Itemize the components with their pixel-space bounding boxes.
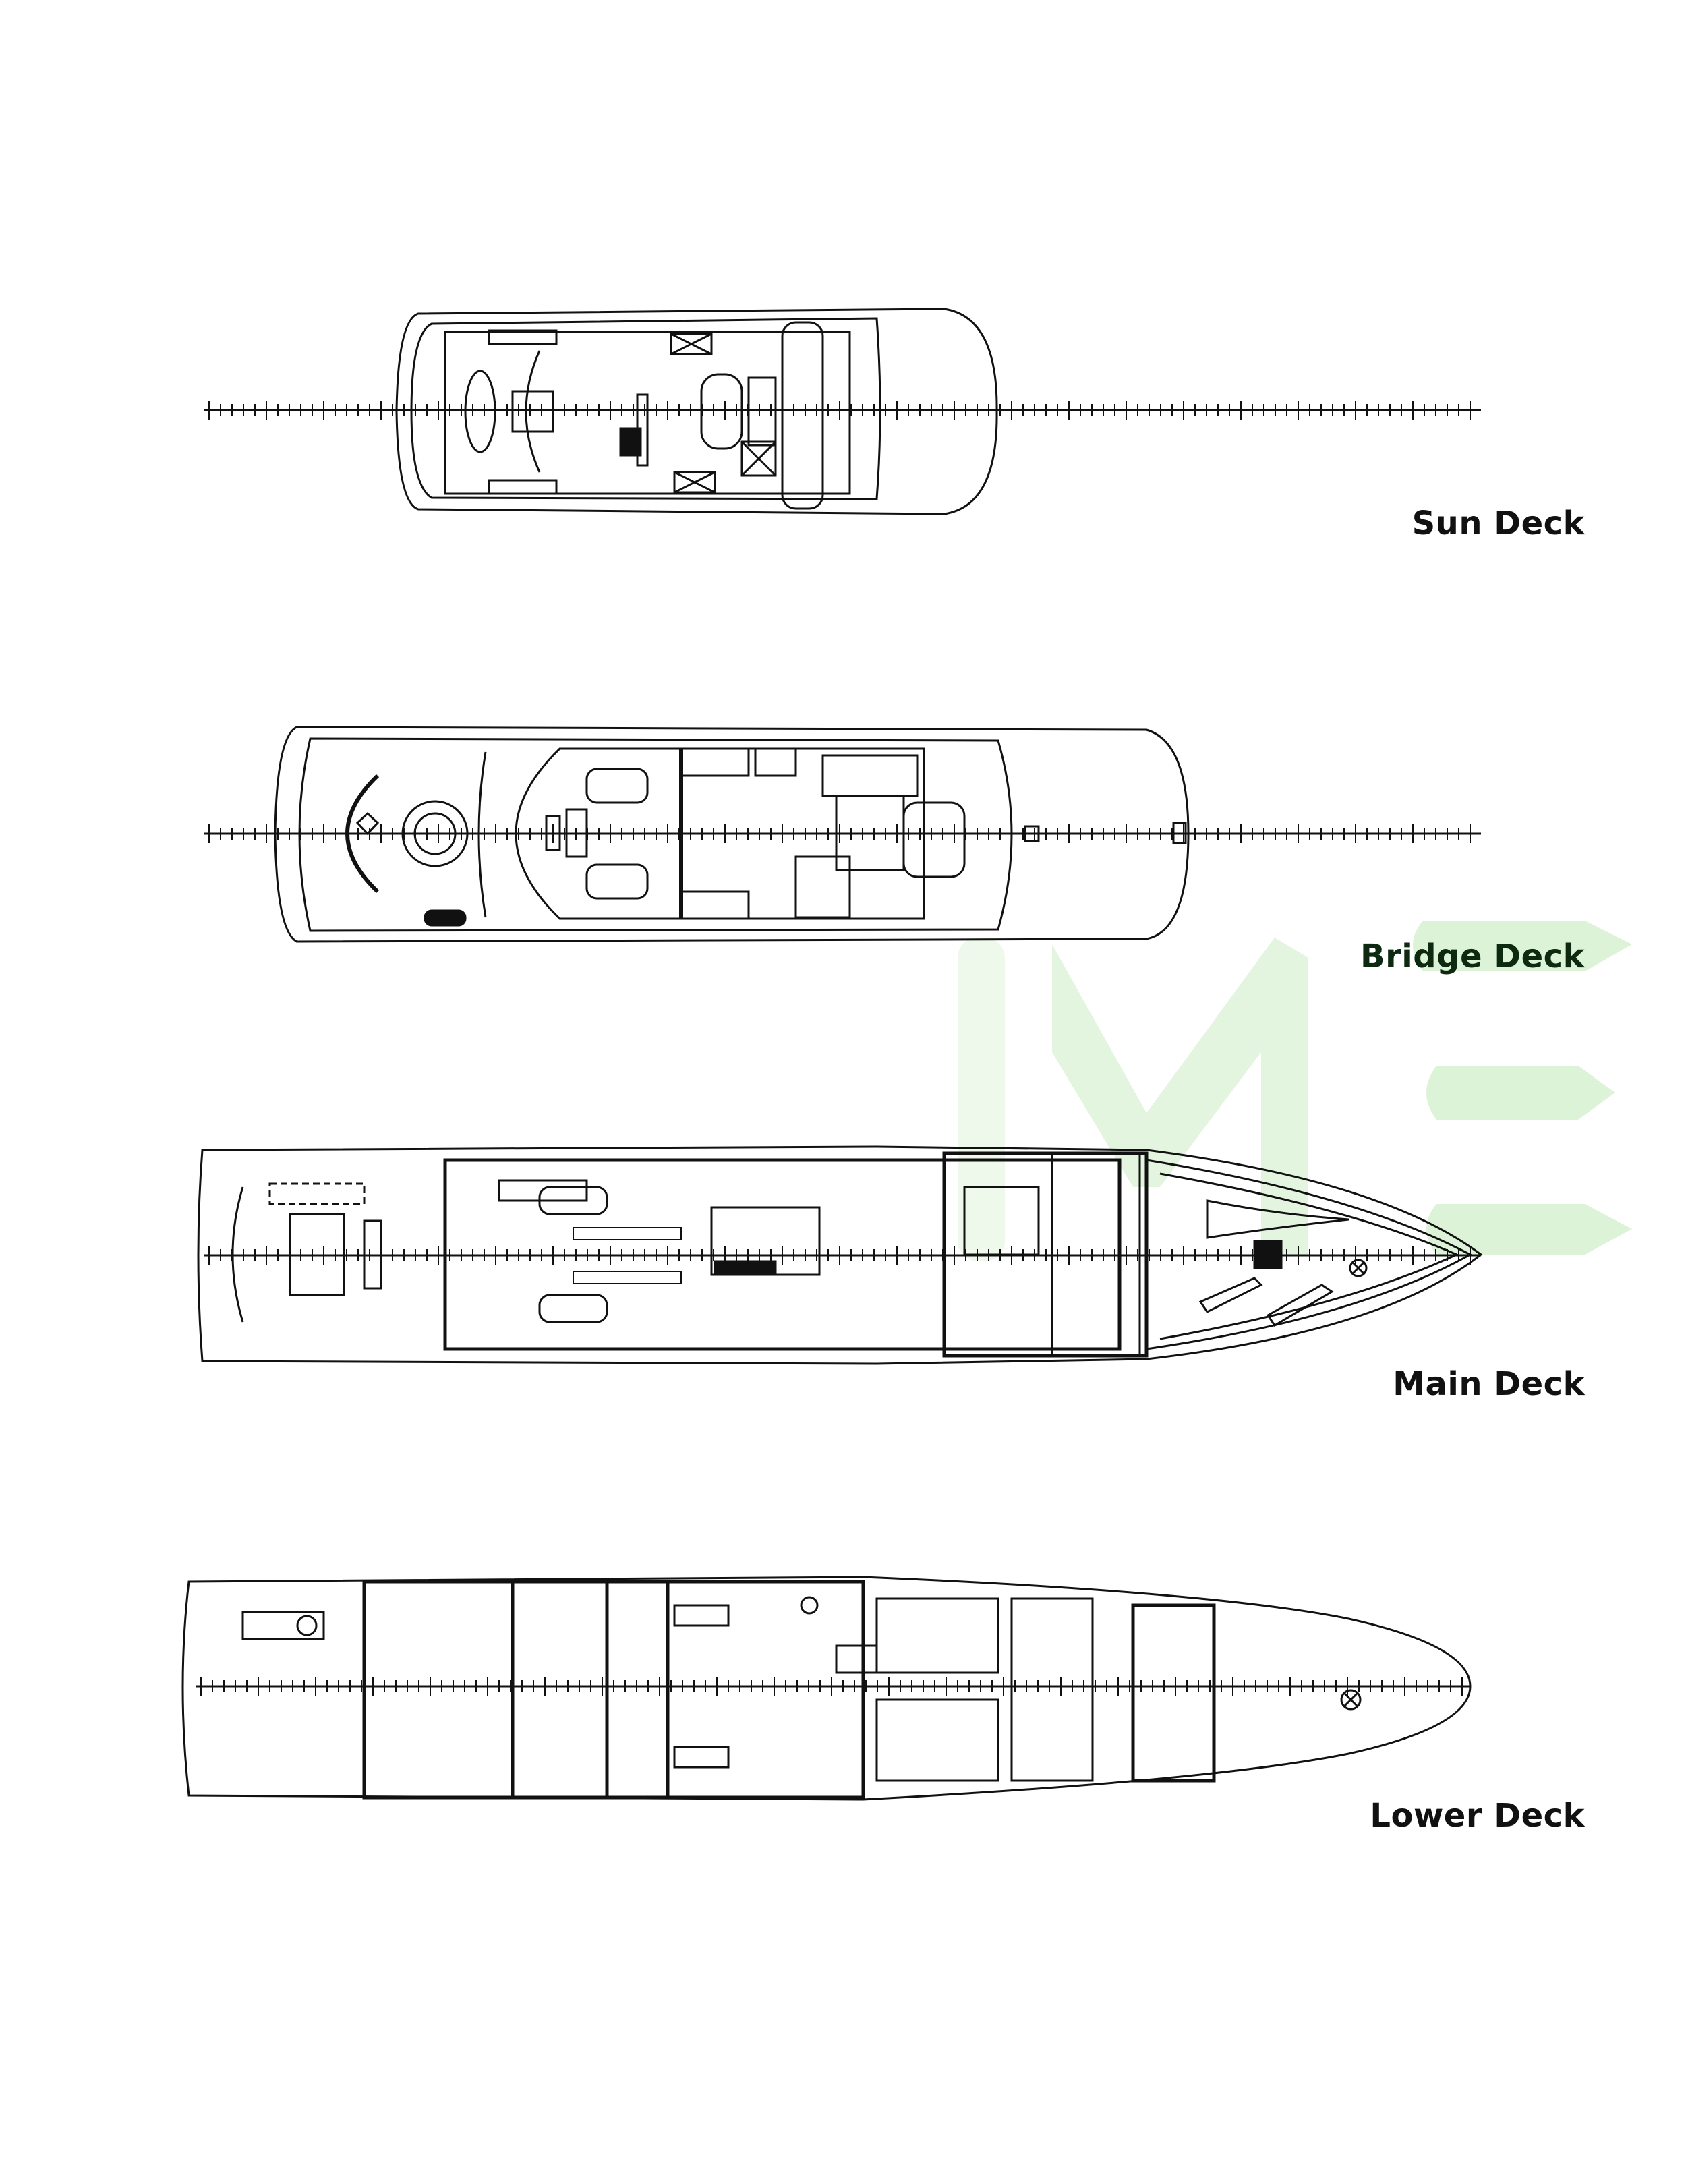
main-deck-hull (197, 1145, 1483, 1365)
lower-deck-hull (181, 1576, 1472, 1801)
sun-deck-plan (395, 308, 998, 515)
bridge-deck-hull (274, 726, 1190, 943)
lower-deck-plan (181, 1576, 1472, 1801)
sun-deck-label: Sun Deck (1412, 505, 1585, 542)
sun-deck-hull (395, 308, 998, 515)
bridge-deck-label: Bridge Deck (1360, 938, 1585, 975)
main-deck-label: Main Deck (1393, 1365, 1585, 1403)
lower-deck-label: Lower Deck (1370, 1797, 1585, 1835)
centerlines (196, 401, 1481, 1696)
